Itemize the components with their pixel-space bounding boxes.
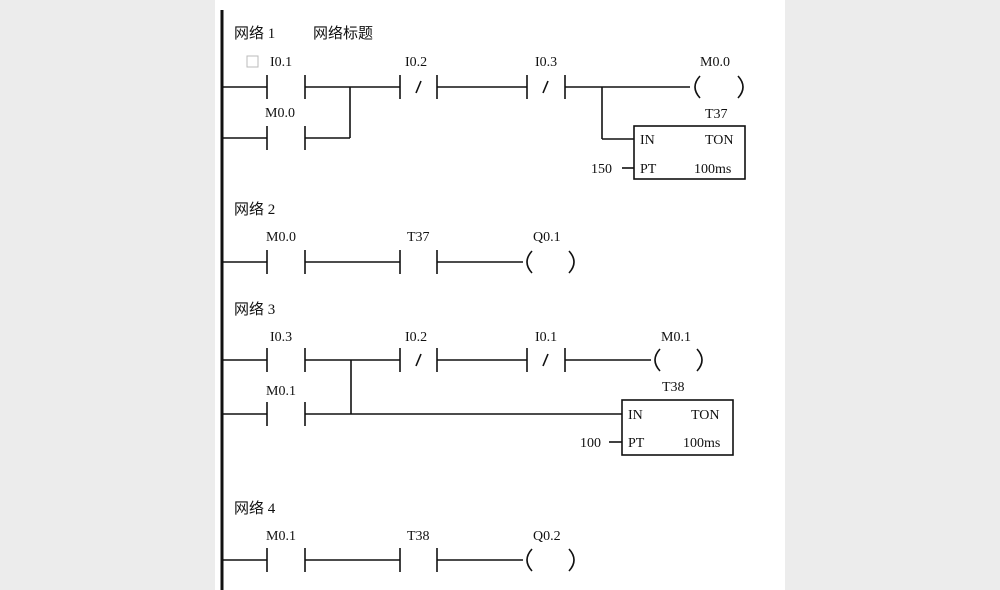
contact-label: I0.2 bbox=[405, 330, 427, 345]
contact-no-i0-1: I0.1 bbox=[266, 55, 306, 99]
contact-label: I0.3 bbox=[535, 55, 557, 70]
contact-label: I0.1 bbox=[270, 55, 292, 70]
timer-pt-label: PT bbox=[628, 436, 645, 451]
contact-label: I0.2 bbox=[405, 55, 427, 70]
timer-preset: 100 bbox=[580, 436, 601, 451]
timer-in-label: IN bbox=[640, 133, 655, 148]
network-title: 网络 2 bbox=[234, 201, 275, 218]
contact-no-t38: T38 bbox=[399, 529, 438, 572]
contact-no-m0-0: M0.0 bbox=[265, 106, 306, 150]
timer-type: TON bbox=[691, 408, 720, 423]
contact-label: I0.3 bbox=[270, 330, 292, 345]
network-2: 网络 2 M0.0 T37 Q0.1 bbox=[222, 201, 575, 274]
coil-q0-1: Q0.1 bbox=[526, 230, 575, 274]
coil-m0-1: M0.1 bbox=[654, 330, 703, 372]
coil-label: M0.0 bbox=[700, 55, 730, 70]
network-4: 网络 4 M0.1 T38 Q0.2 bbox=[222, 500, 575, 572]
network-title: 网络 1 bbox=[234, 25, 275, 42]
network-1: 网络 1 网络标题 I0.1 M0.0 I0.2 bbox=[222, 25, 746, 180]
network-3-wires bbox=[222, 359, 651, 443]
contact-nc-i0-2: I0.2 bbox=[399, 55, 438, 99]
timer-pt-label: PT bbox=[640, 162, 657, 177]
contact-nc-i0-2: I0.2 bbox=[399, 330, 438, 372]
contact-nc-i0-3: I0.3 bbox=[526, 55, 566, 99]
timer-base: 100ms bbox=[683, 436, 720, 451]
contact-label: I0.1 bbox=[535, 330, 557, 345]
contact-nc-i0-1: I0.1 bbox=[526, 330, 566, 372]
timer-preset: 150 bbox=[591, 162, 612, 177]
contact-label: M0.1 bbox=[266, 529, 296, 544]
timer-base: 100ms bbox=[694, 162, 731, 177]
timer-type: TON bbox=[705, 133, 734, 148]
timer-block-t38: T38 IN TON PT 100ms 100 bbox=[580, 380, 734, 456]
coil-label: M0.1 bbox=[661, 330, 691, 345]
network-1-wires bbox=[222, 86, 690, 169]
contact-no-t37: T37 bbox=[399, 230, 438, 274]
network-comment-box-icon bbox=[246, 55, 259, 68]
contact-no-i0-3: I0.3 bbox=[266, 330, 306, 372]
contact-no-m0-0: M0.0 bbox=[266, 230, 306, 274]
coil-label: Q0.2 bbox=[533, 529, 561, 544]
contact-label: T37 bbox=[407, 230, 430, 245]
coil-q0-2: Q0.2 bbox=[526, 529, 575, 572]
contact-no-m0-1: M0.1 bbox=[266, 384, 306, 426]
contact-label: M0.0 bbox=[265, 106, 295, 121]
coil-label: Q0.1 bbox=[533, 230, 561, 245]
network-title: 网络 3 bbox=[234, 301, 275, 318]
timer-in-label: IN bbox=[628, 408, 643, 423]
contact-no-m0-1: M0.1 bbox=[266, 529, 306, 572]
network-comment: 网络标题 bbox=[313, 25, 373, 42]
contact-label: T38 bbox=[407, 529, 430, 544]
contact-label: M0.0 bbox=[266, 230, 296, 245]
timer-block-t37: T37 IN TON PT 100ms 150 bbox=[591, 107, 746, 180]
network-3: 网络 3 I0.3 M0.1 I0.2 I0.1 bbox=[222, 301, 734, 456]
diagram-panel bbox=[215, 0, 785, 590]
contact-label: M0.1 bbox=[266, 384, 296, 399]
network-title: 网络 4 bbox=[234, 500, 276, 517]
timer-name: T37 bbox=[705, 107, 728, 122]
coil-m0-0: M0.0 bbox=[694, 55, 744, 99]
timer-name: T38 bbox=[662, 380, 685, 395]
